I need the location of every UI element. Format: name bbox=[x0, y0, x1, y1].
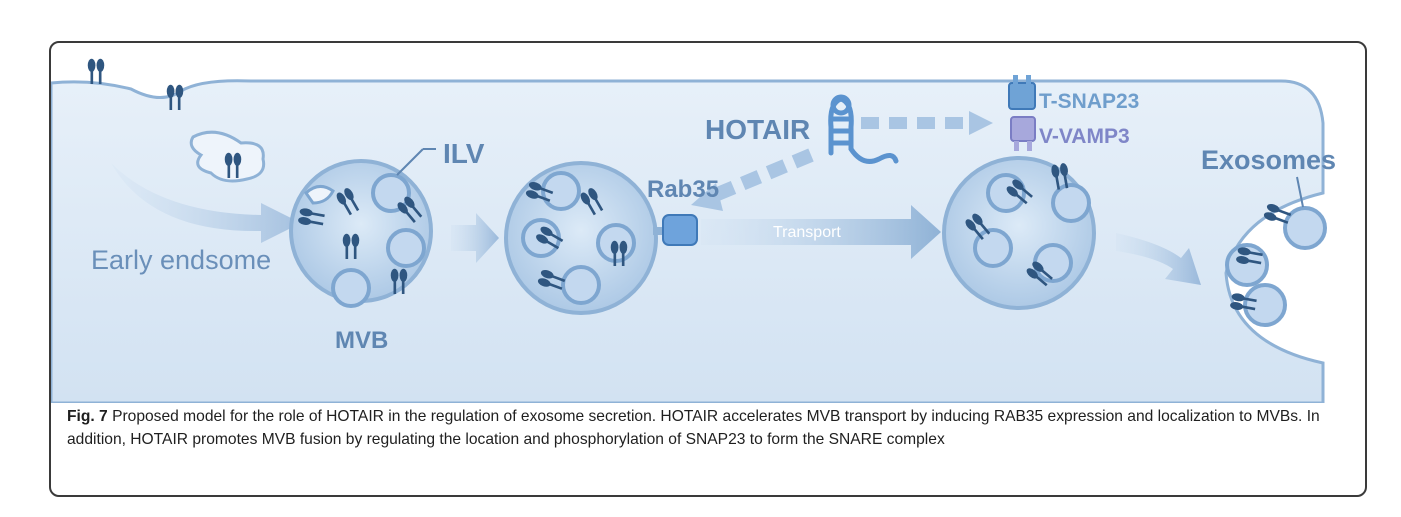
exosomes-label: Exosomes bbox=[1201, 145, 1336, 175]
mvb-label: MVB bbox=[335, 327, 388, 354]
surface-receptor-icon bbox=[87, 58, 105, 84]
v-vamp3-icon bbox=[1010, 116, 1036, 142]
ilv-label: ILV bbox=[443, 138, 485, 169]
transport-label: Transport bbox=[773, 224, 841, 241]
maturation-arrow-icon bbox=[451, 213, 499, 263]
hotair-to-rab35-arrow-icon bbox=[698, 148, 814, 208]
t-snap23-icon bbox=[1008, 82, 1036, 110]
endocytosis-arrow-icon bbox=[111, 163, 301, 243]
rab35-icon bbox=[662, 214, 698, 246]
early-endosome-label: Early endsome bbox=[91, 245, 271, 275]
transport-arrow-icon bbox=[701, 205, 941, 259]
figure-frame: ILV Early endsome MVB Rab35 HOTAIR Trans… bbox=[49, 41, 1367, 497]
exosome-vesicle bbox=[1283, 206, 1327, 250]
figure-caption: Fig. 7 Proposed model for the role of HO… bbox=[67, 405, 1347, 451]
v-vamp3-label: V-VAMP3 bbox=[1039, 125, 1130, 148]
fusion-arrow-icon bbox=[1116, 233, 1201, 285]
caption-text: Proposed model for the role of HOTAIR in… bbox=[67, 408, 1320, 448]
t-snap23-label: T-SNAP23 bbox=[1039, 90, 1139, 113]
hotair-label: HOTAIR bbox=[705, 114, 810, 145]
figure-number: Fig. 7 bbox=[67, 408, 108, 425]
exosome-secretion-diagram: ILV Early endsome MVB Rab35 HOTAIR Trans… bbox=[51, 58, 1365, 403]
exosome-vesicle bbox=[1243, 283, 1287, 327]
hotair-rna-icon bbox=[828, 94, 899, 164]
rab35-label: Rab35 bbox=[647, 176, 719, 203]
